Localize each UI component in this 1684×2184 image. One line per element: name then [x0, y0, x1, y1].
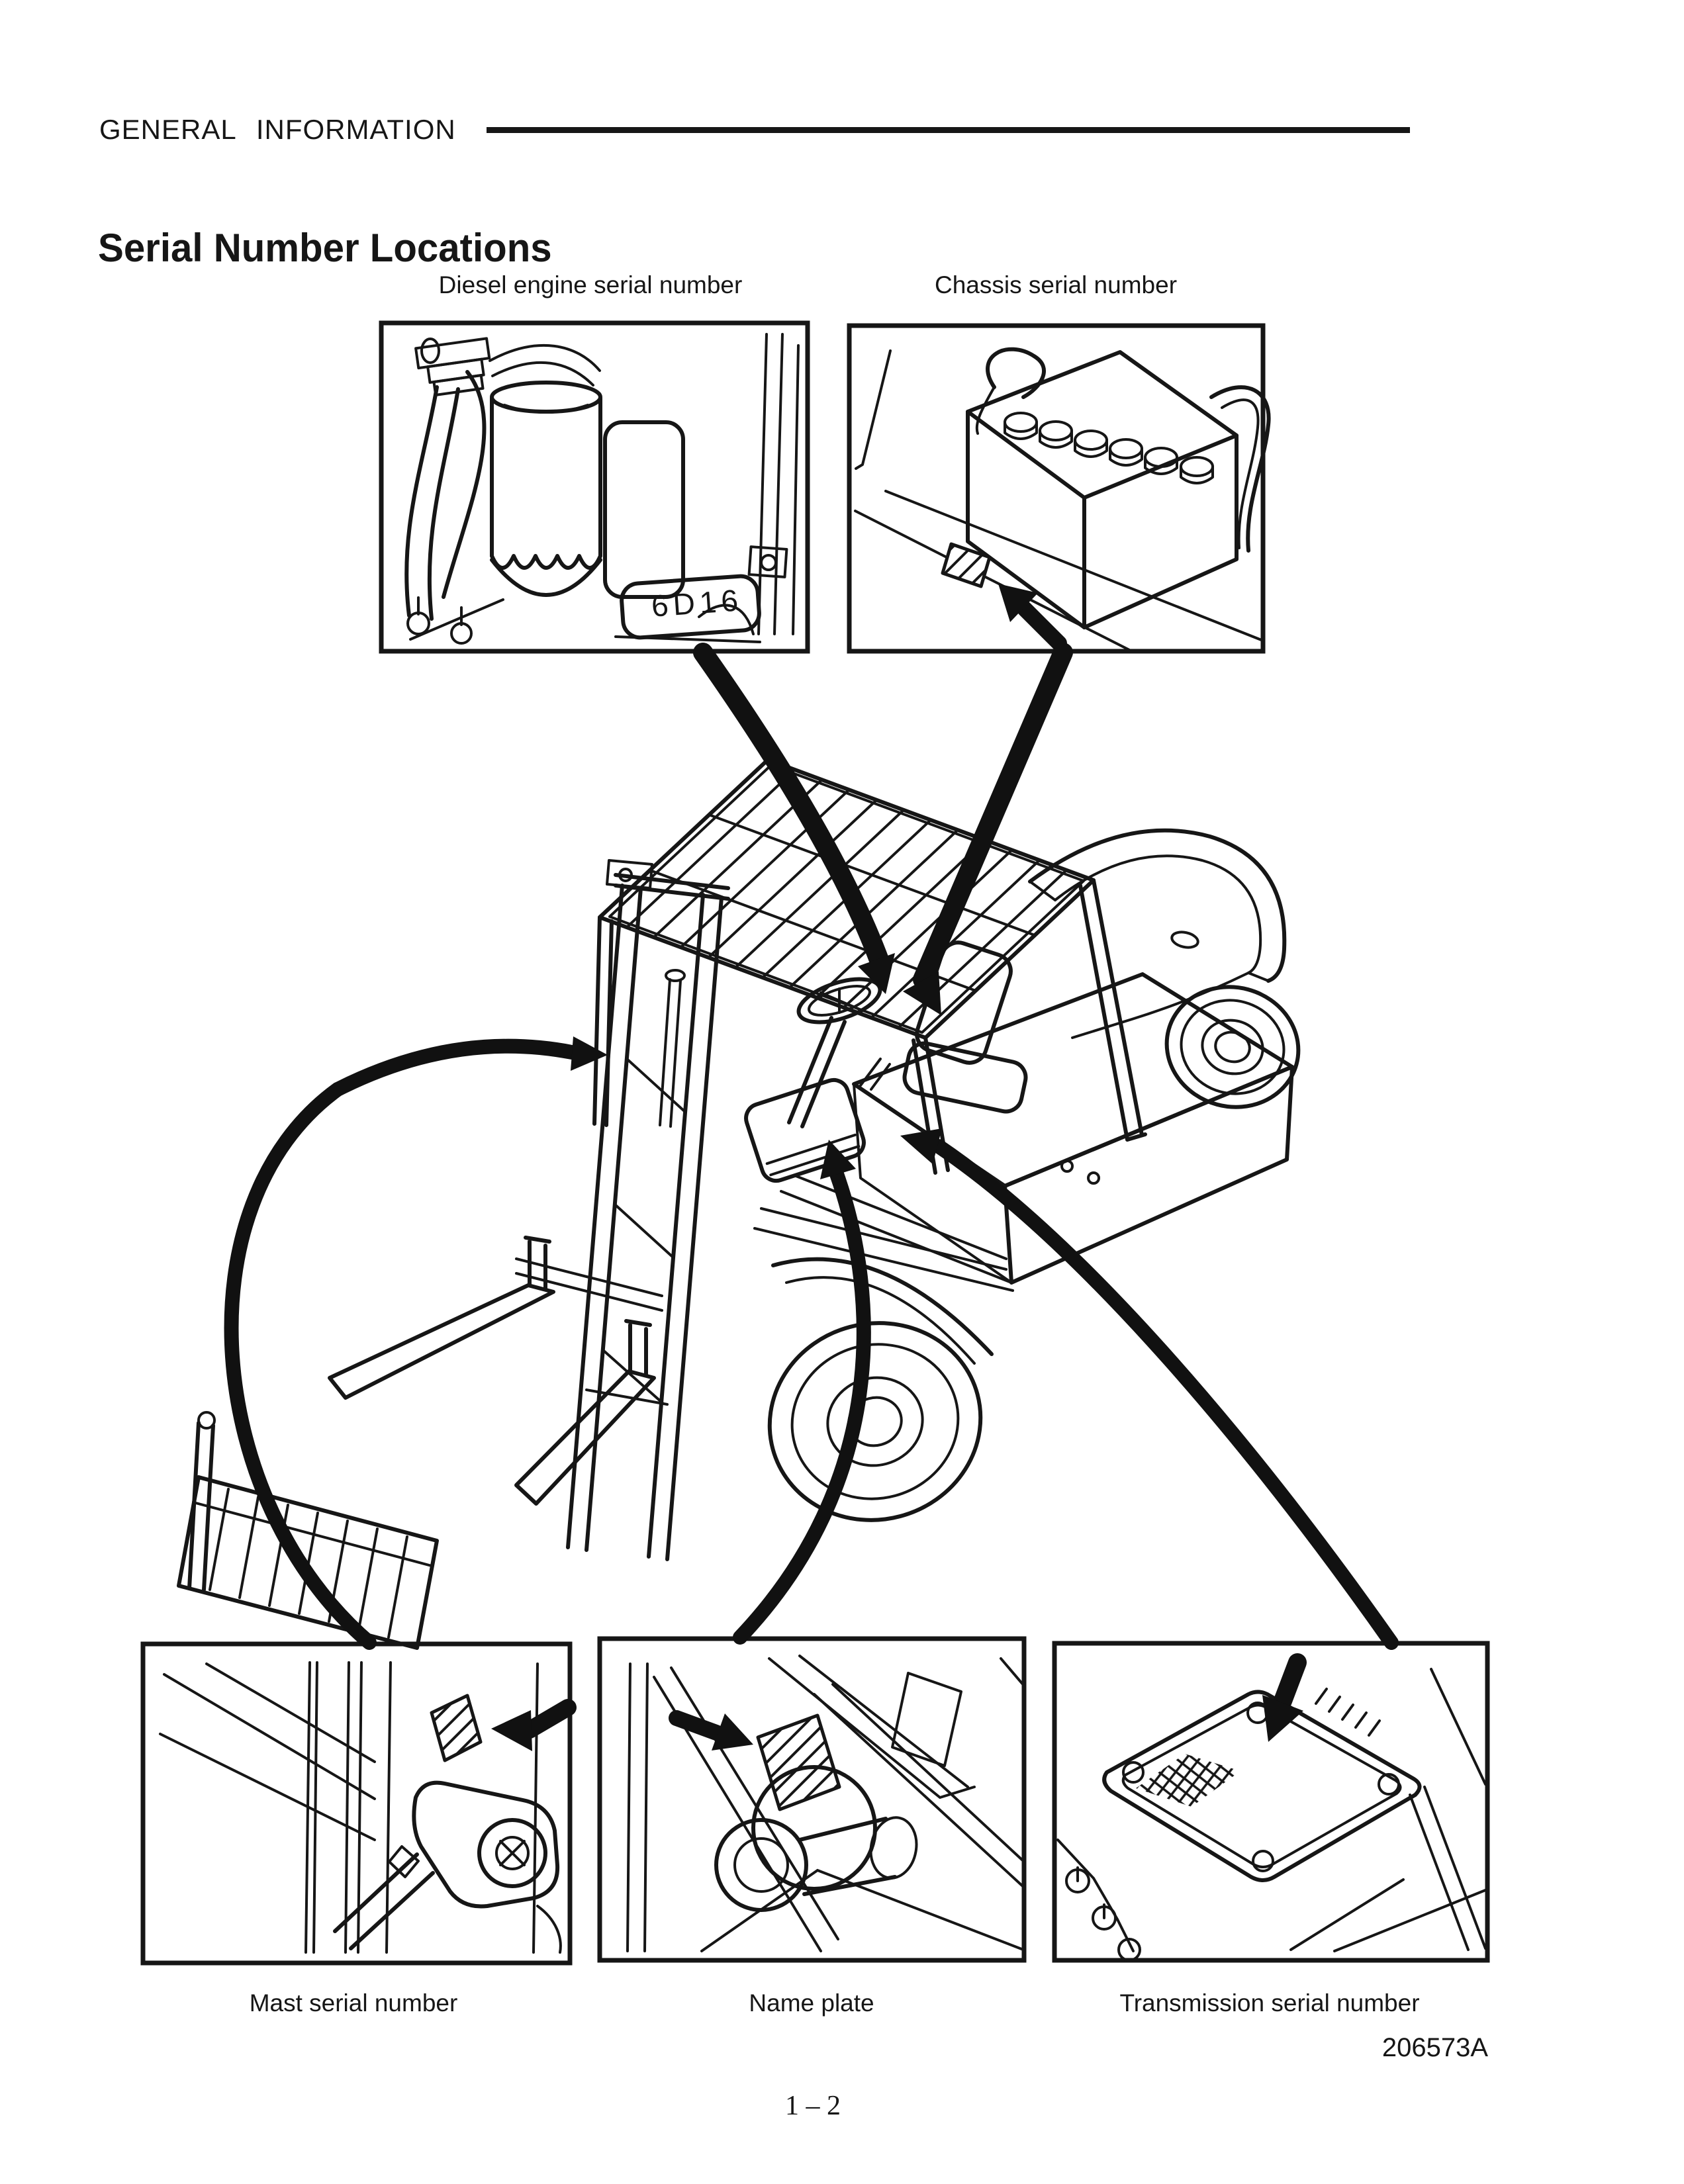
machine-name-plate: [756, 1713, 841, 1811]
chassis-leader-arrow-icon: [903, 643, 1073, 1015]
mast-serial-plate: [430, 1694, 483, 1762]
load-backrest: [177, 1411, 439, 1650]
figure-number: 206573A: [1381, 2033, 1488, 2062]
battery-figure: [854, 347, 1271, 651]
pointer-arrow-icon: [491, 1699, 577, 1751]
callout-box-diesel: [379, 320, 810, 654]
diesel-engine-figure: [404, 333, 800, 645]
label-mast-serial-number: Mast serial number: [249, 1989, 458, 2017]
page-header: GENERAL INFORMATION: [99, 114, 456, 145]
transmission-figure: [1056, 1653, 1487, 1962]
page-number: 1 – 2: [785, 2091, 841, 2121]
front-wheel: [767, 1321, 983, 1522]
engine-model-plate: [620, 574, 761, 640]
callout-box-chassis: [847, 323, 1266, 654]
mast-leader-arrow-icon: [224, 1036, 608, 1650]
label-chassis-serial-number: Chassis serial number: [934, 271, 1178, 298]
counterweight: [1028, 828, 1287, 1039]
pointer-arrow-icon: [669, 1710, 753, 1751]
forks: [328, 1236, 663, 1506]
overhead-guard: [592, 758, 1147, 1175]
forklift-illustration: [177, 758, 1301, 1650]
name-plate-figure: [626, 1655, 1025, 1952]
chassis-serial-plate: [941, 542, 992, 588]
pointer-arrow-icon: [998, 584, 1067, 651]
diesel-leader-arrow-icon: [693, 643, 895, 994]
label-diesel-engine-serial-number: Diesel engine serial number: [438, 271, 743, 298]
mast: [566, 859, 730, 1561]
callout-box-mast: [140, 1641, 573, 1966]
pointer-arrow-icon: [1262, 1653, 1307, 1742]
callout-box-name-plate: [597, 1636, 1027, 1963]
name-plate-leader-arrow-icon: [733, 1140, 871, 1645]
page-title: Serial Number Locations: [98, 226, 552, 270]
mast-figure: [159, 1661, 577, 1954]
header-rule: [487, 127, 1410, 133]
front-fender: [771, 1257, 994, 1356]
label-name-plate: Name plate: [749, 1989, 874, 2017]
callout-box-transmission: [1052, 1641, 1490, 1963]
label-transmission-serial-number: Transmission serial number: [1119, 1989, 1420, 2017]
rear-wheel: [1164, 985, 1301, 1109]
serial-stamp-area: [1136, 1754, 1240, 1807]
transmission-leader-arrow-icon: [900, 1128, 1399, 1650]
